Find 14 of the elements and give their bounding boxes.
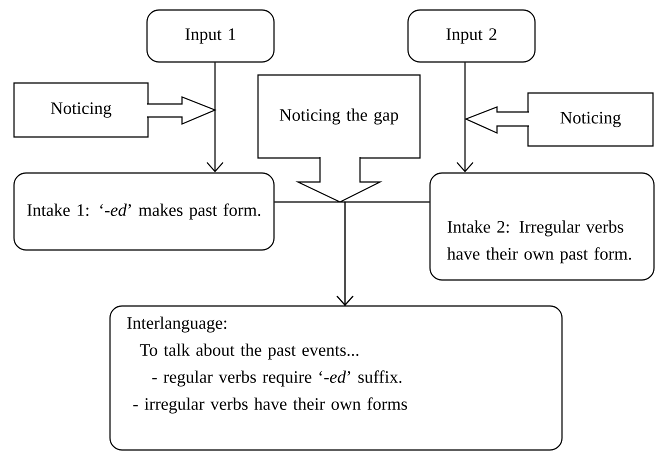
intake-box: Intake 2: Irregular verbs have their own past form. xyxy=(429,172,655,281)
intake-box: Intake 1: ‘-ed’ makes past form. xyxy=(13,172,275,251)
arrow xyxy=(336,201,430,306)
arrow xyxy=(206,62,224,172)
callout-box: Noticing the gap xyxy=(257,74,421,159)
callout-box: Noticing xyxy=(527,92,654,147)
arrow xyxy=(456,62,474,172)
input-box: Input 1 xyxy=(146,9,275,63)
block-arrow xyxy=(146,96,217,125)
callout-box: Noticing xyxy=(13,82,149,138)
block-arrow xyxy=(464,106,530,134)
block-arrow xyxy=(295,156,383,203)
input-box: Input 2 xyxy=(407,9,536,63)
interlanguage-box: Interlanguage: To talk about the past events... - regular verbs require ‘-ed’ suffix. - irregular verbs have their own forms xyxy=(109,305,563,451)
